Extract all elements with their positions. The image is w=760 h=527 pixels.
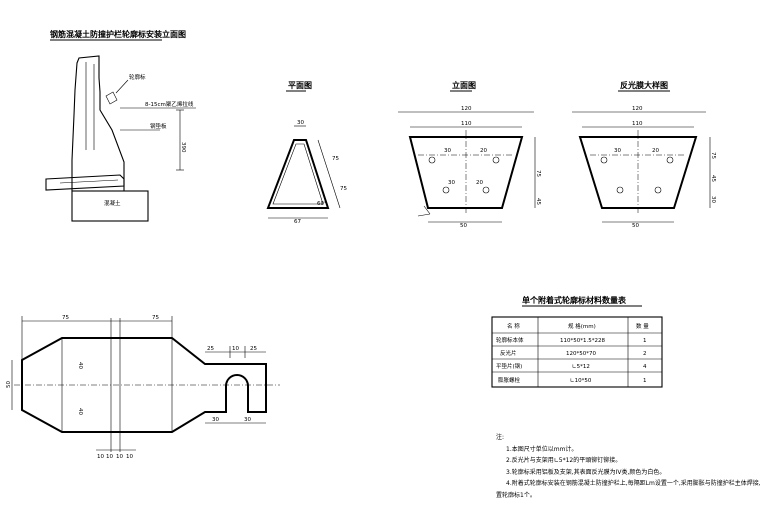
- elev-hole: [428, 156, 436, 164]
- tri-base-dim: 67: [294, 219, 301, 225]
- table-border: [491, 316, 663, 388]
- plan-b3-dim: 10: [116, 454, 123, 460]
- tri-angle: 60°: [317, 201, 327, 207]
- note-tail: 置轮廓标1个。: [496, 491, 536, 499]
- side-view-title: 平面图: [288, 81, 312, 90]
- steel-plate-label: 钢垫板: [150, 122, 167, 130]
- det-base-dim: 50: [632, 223, 639, 229]
- det-h3-dim: 30: [710, 196, 716, 203]
- elev-bot-left-dim: 30: [448, 180, 455, 186]
- note-item: 1.本图尺寸单位以mm计。: [506, 445, 578, 453]
- det-h2-dim: 45: [710, 175, 716, 182]
- elevation-view: 立面图 120 110 30 20 30 20 75 45 50: [398, 80, 541, 229]
- table-cell: 1: [643, 378, 647, 384]
- table-header-name: 名 称: [507, 322, 520, 330]
- elev-inner-dim: 110: [461, 121, 472, 127]
- reflector-symbol: [105, 91, 118, 105]
- tri-side-b-dim: 75: [340, 186, 347, 192]
- plan-view: 75 75 25 10 25 50 40 40 30 30 10 10 10 1…: [6, 315, 280, 460]
- reflector-detail-view: 反光膜大样图 120 110 30 20 75 45 30 50: [572, 80, 716, 229]
- side-view: 平面图 30 75 75 60° 67: [266, 81, 347, 225]
- elev-h2-dim: 45: [535, 198, 541, 205]
- det-hole2-dim: 20: [652, 148, 659, 154]
- note-item: 3.轮廓标采用铝板及支架,其表面反光膜为IV类,颜色为白色。: [506, 468, 666, 476]
- plan-l1-dim: 75: [62, 315, 69, 321]
- elev-hole: [442, 186, 450, 194]
- plan-s2-dim: 25: [250, 346, 257, 352]
- table-header-spec: 规 格(mm): [568, 322, 596, 330]
- concrete-label: 混凝土: [104, 199, 121, 207]
- elev-top-dim: 120: [461, 106, 472, 112]
- elev-hole1-dim: 30: [444, 148, 451, 154]
- table-cell: 4: [643, 364, 647, 370]
- bolt-spec-label: 8-15cm聚乙烯拉线: [145, 100, 194, 108]
- deck-slab: [45, 174, 125, 191]
- table-cell: 110*50*1.5*228: [560, 338, 605, 344]
- table-cell: 平垫片(钢): [496, 362, 522, 370]
- note-item: 2.反光片与支架用∟5*12的平頭铆钉铆接。: [506, 457, 622, 464]
- elev-hole: [482, 186, 490, 194]
- tri-top-dim: 30: [297, 120, 304, 126]
- reflector-leader: [115, 79, 129, 94]
- det-hole1-dim: 30: [614, 148, 621, 154]
- table-cell: 膨胀螺栓: [498, 376, 521, 384]
- table-cell: 1: [643, 338, 647, 344]
- plan-b1-dim: 10: [97, 454, 104, 460]
- note-item: 4.附着式轮廓标安装在钢筋混凝土防撞护栏上,每隔距Lm设置一个,采用膨胀与防撞护…: [506, 480, 760, 487]
- triangle-inner: [272, 143, 324, 205]
- det-h1-dim: 75: [710, 152, 716, 159]
- elev-hole2-dim: 20: [480, 148, 487, 154]
- plan-h-dim: 50: [6, 381, 12, 388]
- elevation-outline: [408, 136, 524, 209]
- table-cell: ∟10*50: [570, 378, 592, 384]
- plan-b4-dim: 10: [126, 454, 133, 460]
- elevation-title: 立面图: [452, 80, 476, 90]
- deck-line: [59, 179, 119, 184]
- guard-height-dim: 390: [180, 142, 186, 153]
- elev-bracket-sketch: [417, 205, 431, 217]
- plan-h2-dim: 40: [77, 408, 83, 415]
- det-hole: [616, 186, 624, 194]
- tri-side-a-dim: 75: [332, 156, 339, 162]
- table-cell: 2: [643, 351, 647, 357]
- base-block: [71, 190, 149, 222]
- elev-hole: [492, 156, 500, 164]
- table-cell: ∟5*12: [572, 364, 590, 370]
- plan-b5-dim: 30: [212, 417, 219, 423]
- table-title: 单个附着式轮廓标材料数量表: [522, 295, 627, 305]
- plan-l2-dim: 75: [152, 315, 159, 321]
- reflector-detail-title: 反光膜大样图: [620, 80, 668, 90]
- reflector-label: 轮廓标: [129, 73, 146, 81]
- elev-bot-right-dim: 20: [476, 180, 483, 186]
- elev-base-dim: 50: [460, 223, 467, 229]
- main-title: 钢筋混凝土防撞护栏轮廓标安装立面图: [50, 29, 186, 39]
- plan-b2-dim: 10: [106, 454, 113, 460]
- notes-heading: 注:: [496, 434, 505, 441]
- table-cell: 轮廓标本体: [496, 336, 524, 344]
- triangle-outer: [266, 139, 330, 209]
- table-header-qty: 数 量: [636, 322, 649, 330]
- det-hole: [666, 156, 674, 164]
- table-cell: 120*50*70: [566, 351, 596, 357]
- plan-s3-dim: 10: [232, 346, 239, 352]
- notes-block: 注: 1.本图尺寸单位以mm计。 2.反光片与支架用∟5*12的平頭铆钉铆接。 …: [496, 432, 760, 501]
- guardrail-profile: [71, 55, 125, 192]
- det-hole: [600, 156, 608, 164]
- elev-h1-dim: 75: [535, 170, 541, 177]
- material-table: 单个附着式轮廓标材料数量表 名 称 规 格(mm) 数 量 轮廓标本体 110*…: [491, 295, 663, 388]
- tri-side-dim-line: [317, 139, 341, 209]
- table-cell: 反光片: [500, 349, 517, 357]
- det-inner-dim: 110: [632, 121, 643, 127]
- guardrail-section: 轮廓标 8-15cm聚乙烯拉线 钢垫板 混凝土 390: [45, 55, 196, 222]
- det-hole: [654, 186, 662, 194]
- guardrail-rebar: [85, 62, 95, 150]
- det-top-dim: 120: [632, 106, 643, 112]
- plan-s1-dim: 25: [207, 346, 214, 352]
- detail-outline: [578, 136, 698, 209]
- plan-b6-dim: 30: [244, 417, 251, 423]
- plan-h1-dim: 40: [77, 362, 83, 369]
- plan-outline: [21, 337, 267, 433]
